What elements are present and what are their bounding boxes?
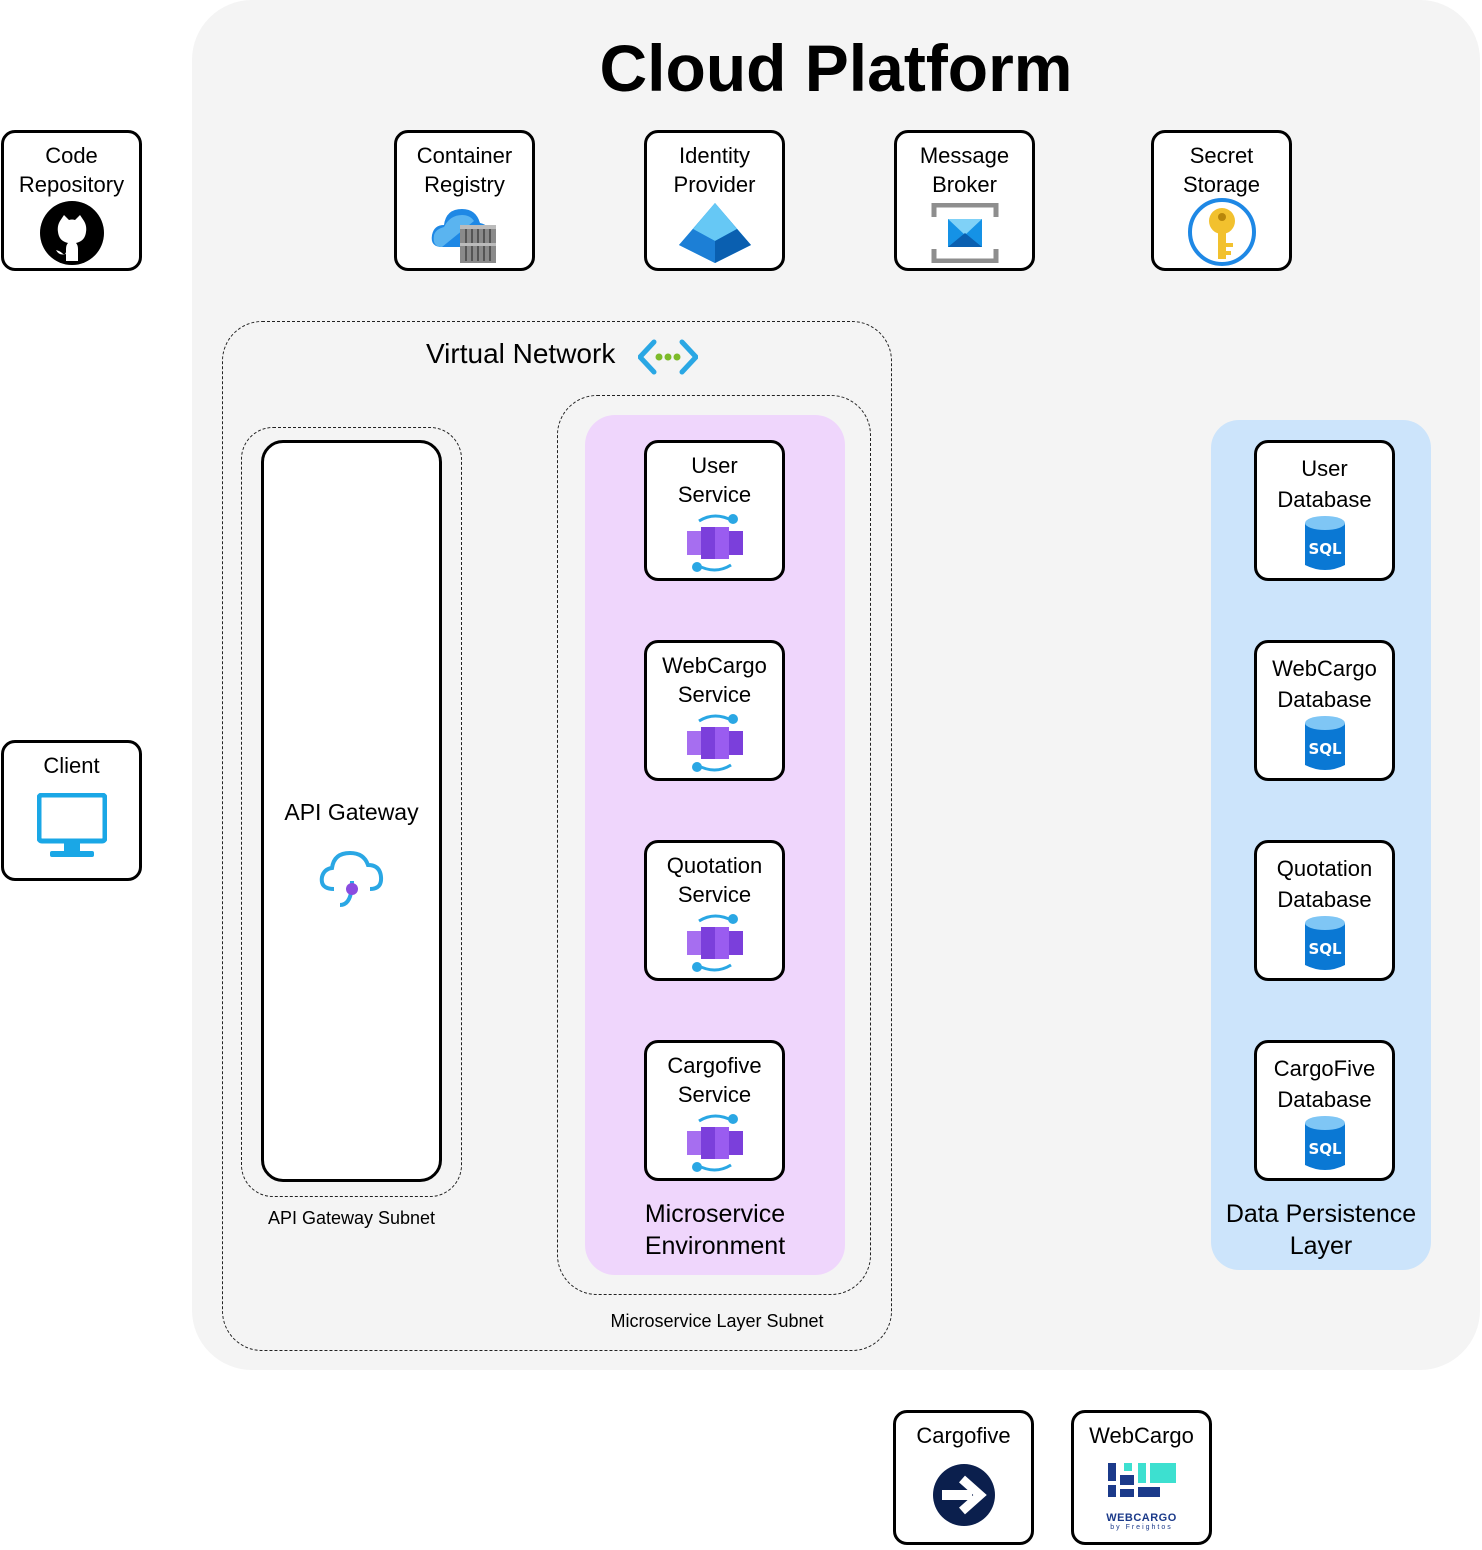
api-gateway-subnet-label: API Gateway Subnet: [267, 1208, 436, 1228]
key-vault-icon: [1187, 197, 1257, 272]
client-node[interactable]: Client: [1, 740, 142, 881]
sql-icon-text: SQL: [1308, 740, 1342, 758]
sql-icon-text: SQL: [1308, 1140, 1342, 1158]
api-gateway-node[interactable]: API Gateway: [261, 440, 442, 1182]
microservice-subnet-label: Microservice Layer Subnet: [610, 1311, 824, 1331]
client-label: Client: [43, 753, 100, 778]
diagram-title: Cloud Platform: [599, 31, 1073, 105]
cargofive-external-label: Cargofive: [916, 1423, 1011, 1448]
api-gateway-subnet-boundary: [241, 427, 462, 1197]
message-broker-icon: [930, 202, 1000, 268]
github-icon: [39, 201, 104, 270]
cargofive-external-node[interactable]: Cargofive: [893, 1410, 1034, 1545]
container-registry-icon: [430, 203, 500, 270]
webcargo-logo-subtext: by Freightos: [1110, 1524, 1173, 1531]
sql-database-icon: SQL: [1303, 915, 1347, 978]
virtual-network-title: Virtual Network: [426, 338, 616, 369]
sql-database-icon: SQL: [1303, 1115, 1347, 1178]
container-app-icon: [683, 511, 747, 580]
virtual-network-icon: [637, 338, 699, 381]
identity-provider-icon: [677, 201, 753, 270]
sql-icon-text: SQL: [1308, 940, 1342, 958]
sql-database-icon: SQL: [1303, 715, 1347, 778]
monitor-icon: [36, 792, 107, 864]
webcargo-external-label: WebCargo: [1089, 1423, 1194, 1448]
sql-icon-text: SQL: [1308, 540, 1342, 558]
virtual-network-header: Virtual Network: [426, 338, 726, 378]
api-management-icon: [318, 845, 386, 914]
container-app-icon: [683, 911, 747, 980]
webcargo-external-node[interactable]: WebCargo WEBCARGO by Freightos: [1071, 1410, 1212, 1545]
microservice-subnet-boundary: [557, 395, 871, 1295]
api-gateway-label: API Gateway: [284, 799, 419, 825]
webcargo-logo-text: WEBCARGO: [1106, 1512, 1177, 1524]
cargofive-logo-icon: [932, 1463, 996, 1532]
webcargo-logo-icon: WEBCARGO by Freightos: [1102, 1459, 1182, 1531]
sql-database-icon: SQL: [1303, 515, 1347, 578]
container-app-icon: [683, 1111, 747, 1180]
virtual-network-boundary: [222, 321, 892, 1351]
container-app-icon: [683, 711, 747, 780]
